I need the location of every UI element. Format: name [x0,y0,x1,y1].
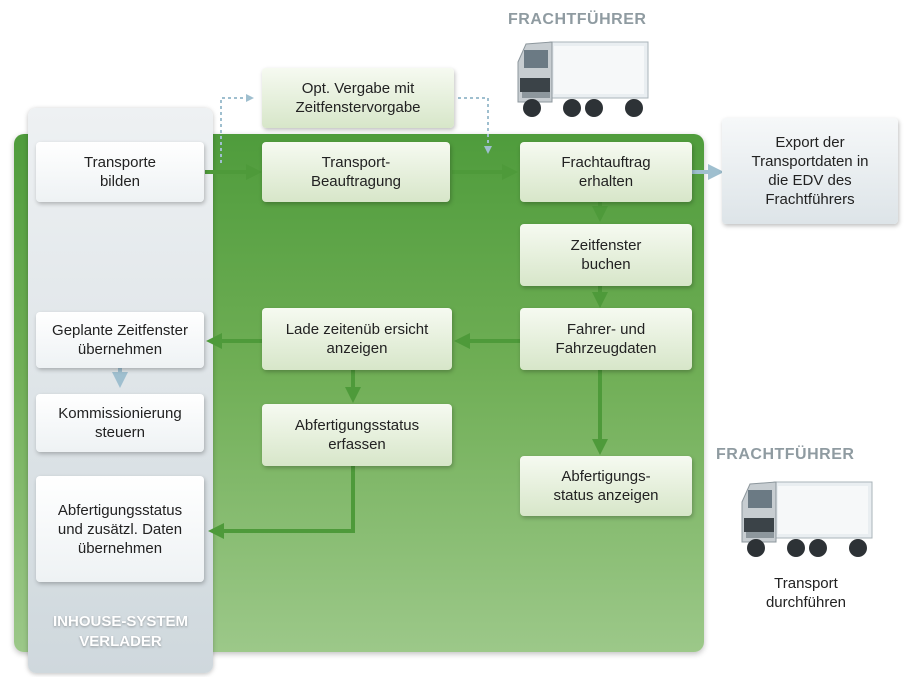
box-fahrer-fahrzeugdaten: Fahrer- und Fahrzeugdaten [520,308,692,370]
dotted-arrow-to-opt-vergabe [220,94,254,163]
box-kommissionierung: Kommissionierung steuern [36,394,204,452]
box-ladezeitenuebersicht: Lade zeitenüb ersicht anzeigen [262,308,452,370]
box-text: Lade zeitenüb ersicht anzeigen [285,321,429,357]
box-text: Export der Transportdaten in die EDV des… [751,134,869,208]
box-text: Zeitfenster buchen [570,237,642,273]
box-text: Abfertigungsstatus erfassen [294,417,420,453]
box-export-edv: Export der Transportdaten in die EDV des… [722,118,898,224]
box-text: Opt. Vergabe mit Zeitfenstervorgabe [295,80,421,116]
box-abfertigungsstatus-anzeigen: Abfertigungs- status anzeigen [520,456,692,516]
box-frachtauftrag-erhalten: Frachtauftrag erhalten [520,142,692,202]
carrier-label-right: FRACHTFÜHRER [716,446,855,463]
arrow-erfassen-to-uebernehmen [208,466,355,539]
box-transporte-bilden: Transporte bilden [36,142,204,202]
box-text: Fahrer- und Fahrzeugdaten [555,321,657,357]
box-abfertigungsstatus-erfassen: Abfertigungsstatus erfassen [262,404,452,466]
box-transport-beauftragung: Transport- Beauftragung [262,142,450,202]
box-text: Abfertigungsstatus und zusätzl. Daten üb… [57,501,183,557]
inhouse-system-label: INHOUSE-SYSTEM VERLADER [52,613,188,650]
box-zeitfenster-buchen: Zeitfenster buchen [520,224,692,286]
box-abfertigungsstatus-uebernehmen: Abfertigungsstatus und zusätzl. Daten üb… [36,476,204,582]
box-text: Abfertigungs- status anzeigen [553,468,659,504]
box-opt-vergabe: Opt. Vergabe mit Zeitfenstervorgabe [262,68,454,128]
dotted-arrow-opt-to-frachtauftrag [458,97,492,154]
box-text: Frachtauftrag erhalten [561,154,651,190]
truck-icon [517,41,649,117]
truck-icon [741,481,873,557]
box-text: Transport- Beauftragung [310,154,402,190]
transport-durchfuehren-label: Transport durchführen [765,575,847,611]
box-text: Kommissionierung steuern [58,405,182,441]
box-geplante-zeitfenster: Geplante Zeitfenster übernehmen [36,312,204,368]
carrier-label-top: FRACHTFÜHRER [508,11,647,28]
box-text: Geplante Zeitfenster übernehmen [52,322,188,358]
box-text: Transporte bilden [84,154,156,190]
